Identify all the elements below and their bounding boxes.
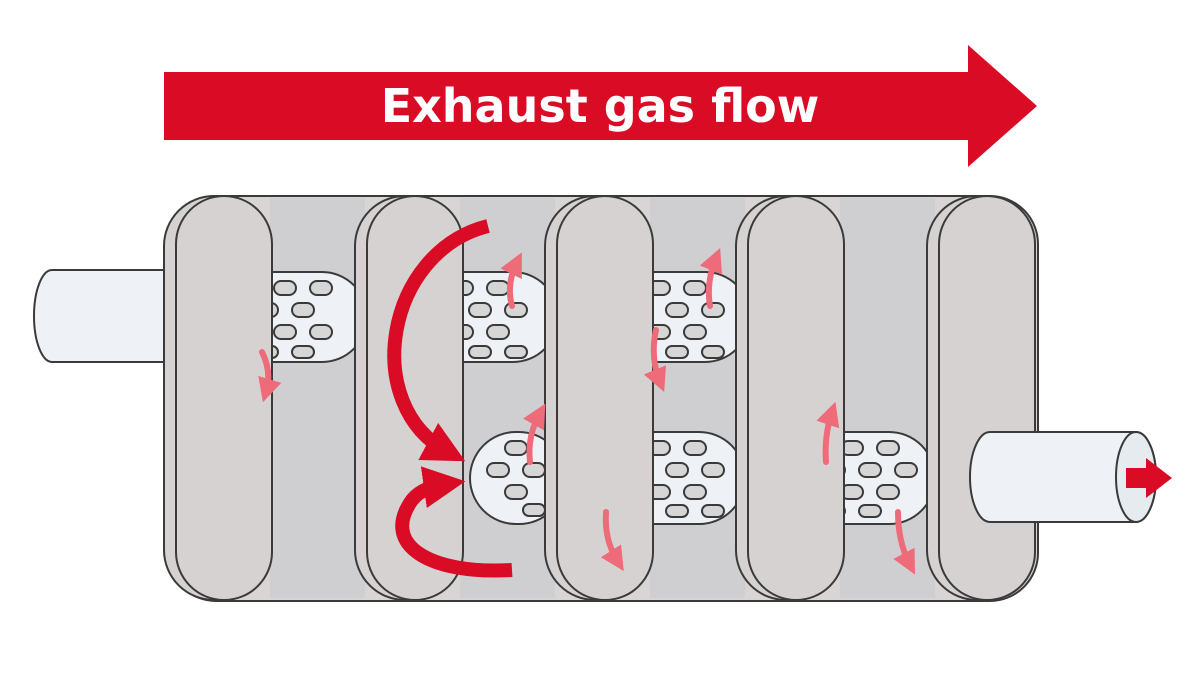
baffles xyxy=(163,195,1036,601)
baffle-1 xyxy=(163,195,273,601)
pink-arrow-up-2 xyxy=(699,248,723,309)
chambers xyxy=(270,198,935,598)
flow-banner-arrow xyxy=(164,45,1037,167)
outlet-arrow-icon xyxy=(1126,458,1172,498)
pink-arrow-down-1 xyxy=(258,349,282,403)
red-arrow-curve-up xyxy=(395,466,513,578)
baffle-3 xyxy=(544,195,654,601)
pink-arrow-down-3 xyxy=(600,509,624,572)
red-flow-arrows xyxy=(387,219,513,578)
outlet-arrow xyxy=(1126,458,1172,498)
pink-arrow-up-4 xyxy=(816,401,840,465)
tube-4 xyxy=(469,431,566,525)
pink-arrow-up-3 xyxy=(523,403,546,465)
flow-banner: Exhaust gas flow xyxy=(164,45,1037,167)
pink-flow-arrows xyxy=(258,248,915,575)
pink-arrow-down-2 xyxy=(643,327,667,392)
flow-banner-label: Exhaust gas flow xyxy=(381,79,820,133)
pink-arrow-down-4 xyxy=(893,509,915,575)
baffle-5 xyxy=(926,195,1036,601)
baffle-4 xyxy=(735,195,845,601)
pink-arrow-up-1 xyxy=(500,252,522,309)
inlet-pipe xyxy=(33,269,171,363)
red-arrow-curve-down xyxy=(387,219,490,462)
